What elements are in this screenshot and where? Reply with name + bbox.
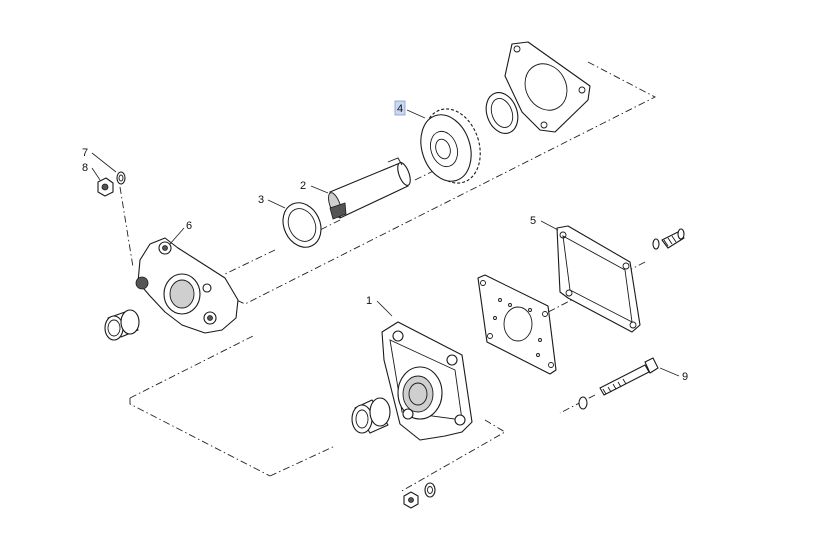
gasket-pump	[477, 274, 557, 375]
spacer-ring	[485, 92, 519, 134]
idler-bracket	[135, 237, 239, 334]
callout-7[interactable]: 7	[82, 147, 88, 159]
callout-8[interactable]: 8	[82, 162, 88, 174]
long-bolt	[578, 357, 659, 410]
thrust-washer	[282, 202, 322, 248]
gasket-front-cover	[504, 41, 591, 133]
nut-and-washer-lower	[403, 482, 436, 509]
cover-plate	[556, 225, 641, 333]
callout-2[interactable]: 2	[300, 180, 306, 192]
idler-shaft	[328, 157, 411, 220]
callout-4-highlight	[394, 100, 406, 116]
idler-gear	[420, 108, 481, 184]
nut-and-washer-upper	[97, 171, 126, 197]
bushing-housing	[351, 397, 391, 434]
callout-9[interactable]: 9	[682, 371, 688, 383]
callout-4[interactable]: 4	[397, 103, 403, 115]
callout-labels: 1 2 3 4 5 6 7 8 9	[82, 100, 688, 383]
callout-5[interactable]: 5	[530, 215, 536, 227]
pump-housing	[381, 321, 473, 441]
leader-lines	[91, 109, 680, 377]
bushing-bracket	[104, 309, 140, 341]
callout-6[interactable]: 6	[186, 220, 192, 232]
callout-3[interactable]: 3	[258, 194, 264, 206]
bolt-cover-plate	[652, 228, 685, 250]
callout-1[interactable]: 1	[366, 295, 372, 307]
